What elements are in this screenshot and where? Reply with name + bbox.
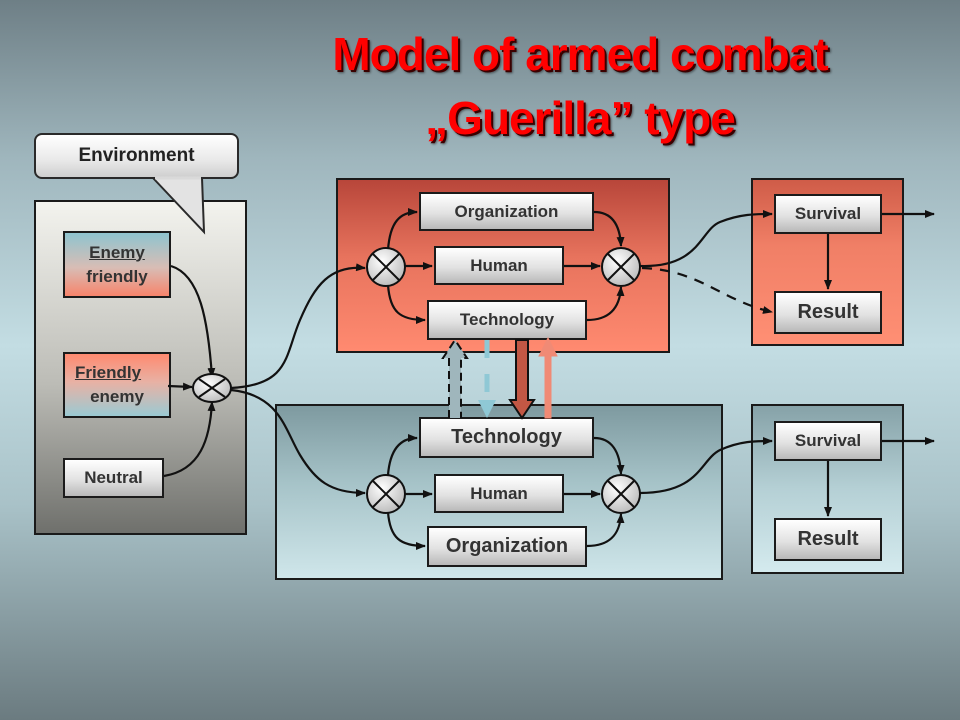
lower-merge-node [601,474,641,514]
callout-tail [150,177,206,235]
diagram-title-line2: „Guerilla” type [425,92,736,144]
upper-human-box: Human [434,246,564,285]
upper-split-node [366,247,406,287]
red-down-arrow [508,339,536,420]
connector-organization-to-merge [593,210,625,247]
connector-upper-to-result-dashed [641,266,773,314]
connector-technology-to-merge [586,286,625,322]
connector-organization-to-lower-merge [586,513,625,548]
neutral-box: Neutral [63,458,164,498]
upper-merge-node [601,247,641,287]
connector-upper-to-organization [386,208,418,251]
upper-survival-box: Survival [774,194,882,234]
enemy-friendly-box: Enemy friendly [63,231,171,298]
connector-neutral [163,401,216,478]
upper-organization-box: Organization [419,192,594,231]
diagram-title-line1: Model of armed combat [332,28,828,80]
environment-merge-node [192,373,232,403]
lower-split-node [366,474,406,514]
connector-lower-to-organization [386,511,426,550]
enemy-friendly-line1: Enemy [89,242,145,262]
connector-lower-to-technology [386,434,418,476]
friendly-enemy-line2: enemy [90,387,144,406]
upper-result-box: Result [774,291,882,334]
connector-friendly-enemy [167,382,193,391]
connector-lower-to-survival [639,437,773,495]
dashed-up-arrow [441,338,469,418]
connector-technology-to-lower-merge [593,436,625,475]
blue-down-arrow-head [478,400,496,418]
lower-technology-box: Technology [419,417,594,458]
lower-human-box: Human [434,474,564,513]
lower-survival-box: Survival [774,421,882,461]
connector-env-to-upper [230,263,366,390]
connector-upper-to-survival [639,210,773,268]
lower-result-box: Result [774,518,882,561]
enemy-friendly-line2: friendly [86,266,148,286]
friendly-enemy-line1: Friendly [74,363,142,382]
connector-env-to-lower [230,388,366,497]
connector-enemy-friendly [170,264,216,378]
lower-organization-box: Organization [427,526,587,567]
connector-upper-to-technology [386,284,426,324]
upper-technology-box: Technology [427,300,587,340]
red-up-arrow [538,336,558,419]
environment-callout: Environment [34,133,239,179]
